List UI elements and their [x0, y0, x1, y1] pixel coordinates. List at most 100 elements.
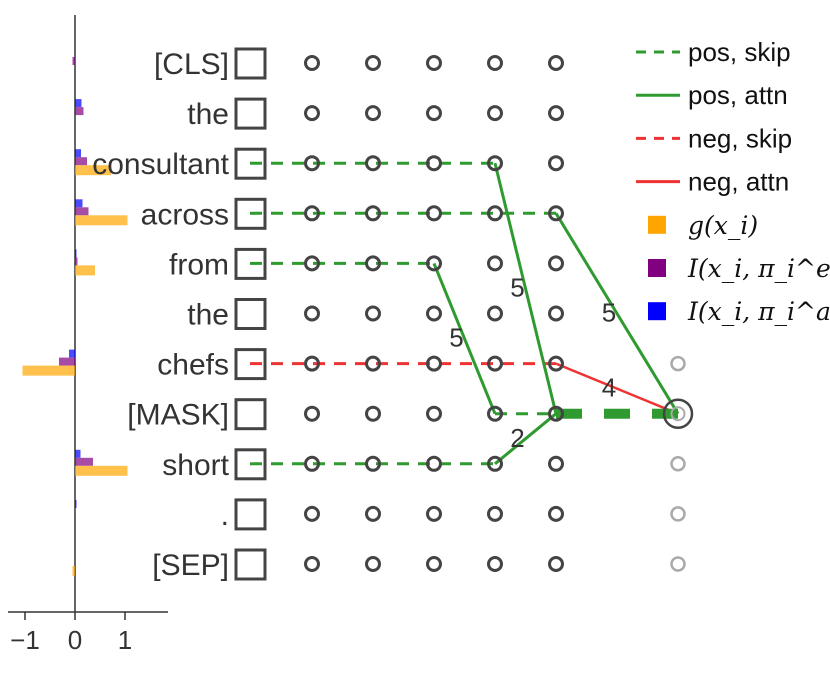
bar-g — [75, 465, 128, 476]
bar-I_e — [75, 107, 84, 116]
node — [304, 105, 320, 122]
edge-weight-label: 4 — [602, 373, 616, 403]
node — [548, 455, 564, 472]
legend-math-label: g(x_i) — [688, 211, 758, 240]
token-label: [SEP] — [152, 549, 229, 582]
token-square — [234, 498, 267, 531]
node — [487, 55, 503, 71]
node — [548, 505, 564, 522]
node — [304, 556, 320, 572]
token-square — [234, 197, 267, 230]
bar-chart: −1 0 1 — [8, 15, 168, 655]
node — [487, 255, 503, 272]
token-label: consultant — [92, 148, 229, 181]
x-tick-label: 1 — [118, 625, 132, 655]
token-square — [234, 247, 267, 280]
node — [426, 355, 442, 372]
output-node-faded — [670, 506, 686, 522]
token-label: across — [141, 198, 229, 231]
bar-I_a — [75, 449, 81, 458]
token-label: [CLS] — [154, 48, 229, 81]
node — [487, 455, 503, 472]
node — [426, 455, 442, 472]
edge-weight-label: 2 — [510, 423, 524, 453]
node — [365, 305, 381, 322]
bar-I_a — [75, 199, 83, 208]
token-square — [234, 47, 267, 80]
node — [365, 455, 381, 472]
node — [304, 155, 320, 172]
node — [487, 505, 503, 522]
node — [548, 405, 564, 422]
token-label: chefs — [157, 349, 229, 382]
edge-pos-attn — [494, 412, 557, 465]
token-label: . — [221, 499, 229, 532]
node — [548, 305, 564, 322]
token-square — [234, 348, 267, 381]
node — [426, 55, 442, 71]
edge-pos-attn — [493, 162, 558, 415]
x-tick-label: 0 — [68, 625, 82, 655]
node — [365, 105, 381, 122]
bar-g — [75, 265, 95, 276]
legend-math-label: I(x_i, π_i^a) — [687, 297, 830, 326]
token-square — [234, 298, 267, 330]
token-square — [234, 448, 267, 481]
bar-I_e — [59, 357, 75, 366]
output-node-faded — [670, 355, 686, 372]
bar-I_e — [75, 207, 89, 216]
node — [304, 505, 320, 522]
output-node-inner — [670, 406, 686, 422]
bar-I_e — [72, 57, 75, 65]
edge-pos-attn — [554, 212, 680, 415]
node — [304, 205, 320, 222]
token-label: the — [187, 98, 229, 131]
node — [548, 205, 564, 222]
node — [426, 205, 442, 222]
node — [487, 205, 503, 222]
node — [365, 355, 381, 372]
bar-g — [75, 165, 111, 176]
token-label: [MASK] — [127, 399, 229, 432]
node — [365, 556, 381, 572]
token-label: from — [169, 248, 229, 281]
node — [304, 355, 320, 372]
output-node — [662, 398, 694, 429]
node — [426, 305, 442, 322]
nodes — [304, 55, 694, 572]
node — [548, 155, 564, 172]
bar-g — [72, 566, 75, 576]
node — [487, 556, 503, 572]
node — [426, 556, 442, 572]
node — [365, 205, 381, 222]
legend-square-g — [648, 215, 666, 234]
node — [548, 55, 564, 71]
node — [365, 155, 381, 172]
edge-weight-label: 5 — [449, 323, 463, 353]
output-node-faded — [670, 456, 686, 472]
node — [487, 305, 503, 322]
node — [365, 405, 381, 422]
x-tick-label: −1 — [10, 625, 40, 655]
edge-neg-attn — [555, 362, 679, 415]
legend-label: pos, attn — [688, 80, 788, 110]
bar-I_e — [75, 457, 93, 466]
node — [548, 556, 564, 572]
node — [304, 255, 320, 272]
bar-g — [22, 365, 75, 376]
edge-weight-label: 5 — [510, 272, 524, 302]
node — [487, 355, 503, 372]
legend-label: pos, skip — [688, 37, 791, 67]
node — [365, 255, 381, 272]
bar-I_a — [69, 349, 75, 358]
bar-I_a — [75, 149, 81, 158]
node — [548, 255, 564, 272]
node — [487, 155, 503, 172]
node — [487, 105, 503, 122]
token-square — [234, 548, 267, 581]
output-node-faded — [670, 556, 686, 572]
edge-pos-attn — [432, 262, 497, 415]
edge-weight-label: 5 — [602, 298, 616, 328]
token-square — [234, 147, 267, 180]
